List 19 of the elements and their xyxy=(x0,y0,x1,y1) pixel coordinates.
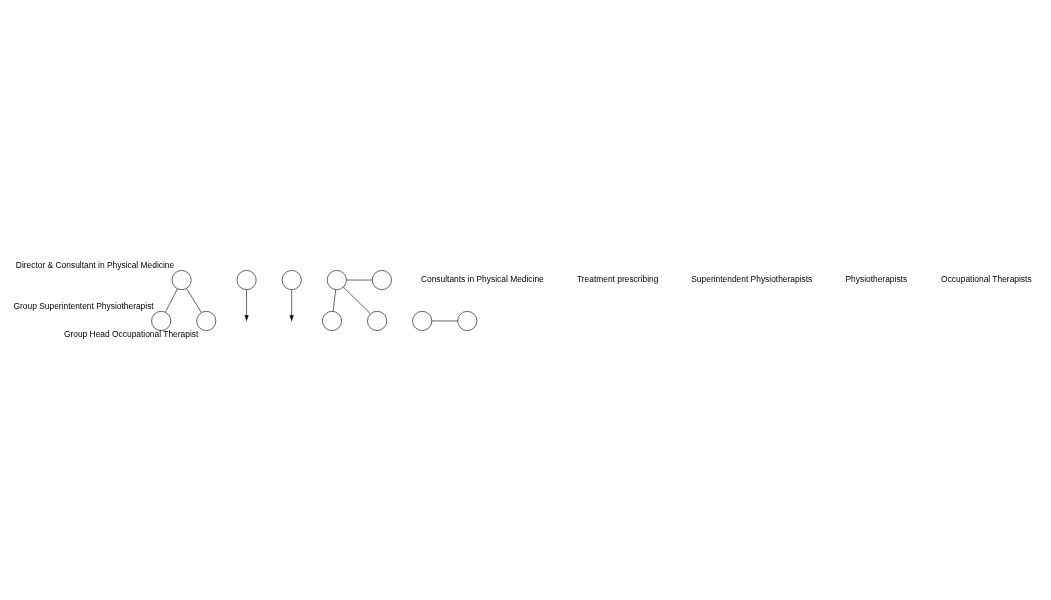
label: Physiotherapists xyxy=(845,273,908,284)
label: Superintendent Physiotherapists xyxy=(691,273,813,284)
node-circle xyxy=(196,310,217,331)
node-circle xyxy=(236,269,257,290)
node-label: Director & Consultant in Physical Medicine xyxy=(15,259,175,270)
node-circle xyxy=(171,269,192,290)
node-circle xyxy=(412,310,433,331)
node-circle xyxy=(322,310,342,331)
node-circle xyxy=(371,269,392,290)
label: Consultants in Physical Medicine xyxy=(420,273,544,284)
node-label: Group Head Occupational Therapist xyxy=(63,328,199,339)
node-circle xyxy=(457,310,478,331)
node-label: Group Superintentent Physiotherapist xyxy=(13,300,154,311)
node-circle xyxy=(367,310,388,331)
node-circle xyxy=(151,310,172,331)
node-circle xyxy=(326,269,347,290)
label: Occupational Therapists xyxy=(941,273,1032,284)
label: Treatment prescribing xyxy=(576,273,659,284)
node-circle xyxy=(281,269,302,290)
